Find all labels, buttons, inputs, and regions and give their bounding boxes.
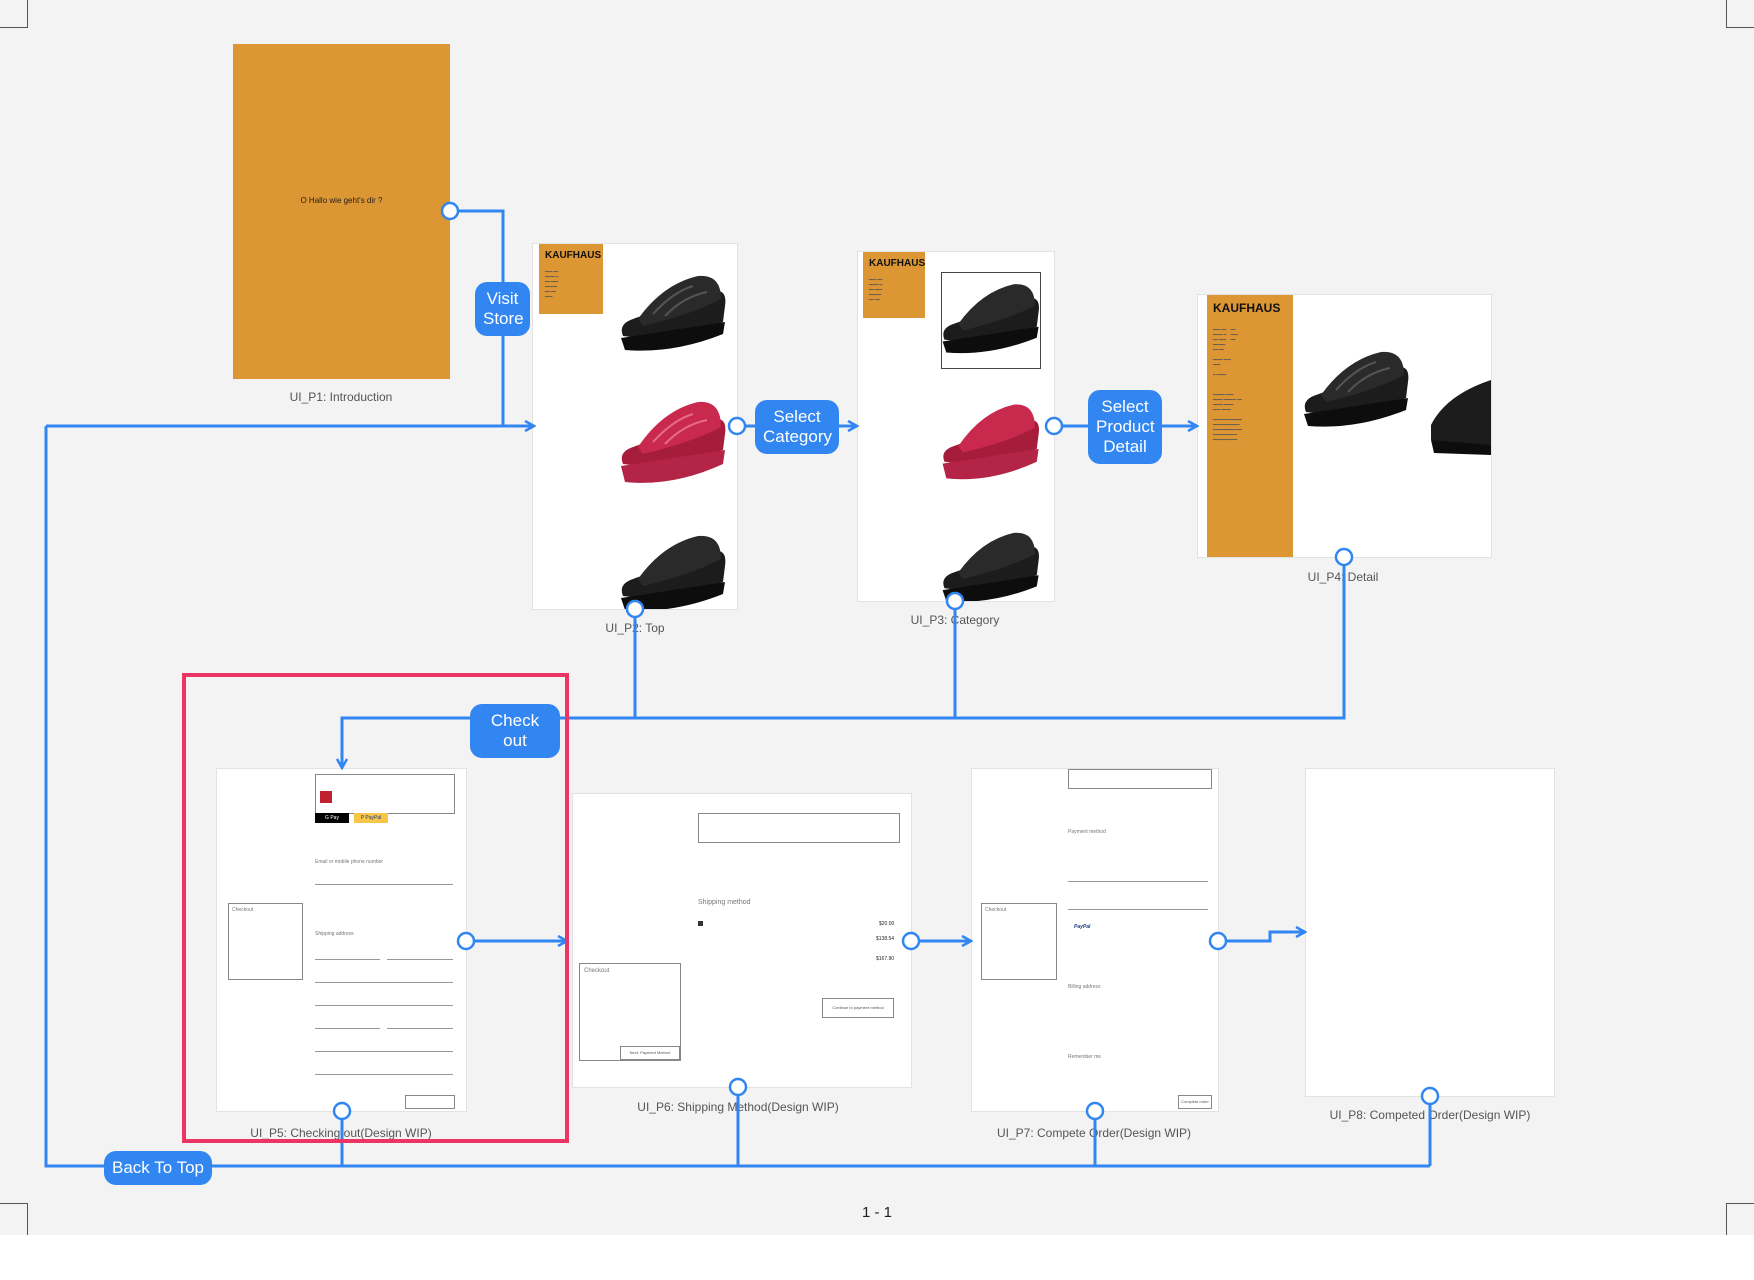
hotspot-p7-right [1208,931,1228,951]
shipping-option-1-radio[interactable] [698,921,703,926]
connector-p7-p8 [1218,932,1304,943]
address-input[interactable] [315,1051,453,1052]
hotspot-p3-right [1044,416,1064,436]
shipping-option-2-price: $138.54 [876,936,895,942]
hotspot-p3-bottom [945,591,965,611]
contact-info-box [1068,769,1212,789]
intro-text: O Hallo wie geht's dir ? [300,196,383,205]
checkout-title: Checkout [985,907,1007,913]
hotspot-p8-bottom [1420,1086,1440,1106]
page-number: 1 - 1 [861,1204,892,1221]
continue-button[interactable] [405,1095,455,1109]
select-product-detail-label[interactable]: Select Product Detail [1088,390,1162,464]
shipping-label: Shipping address [315,931,354,937]
product-image-black-sandal-2 [942,532,1039,601]
checkout-title: Checkout [584,968,610,974]
first-name-input[interactable] [315,959,380,960]
crop-mark-top-left [27,0,28,28]
cart-box [315,774,455,814]
card-number-input[interactable] [1068,881,1208,882]
check-out-label[interactable]: Check out [470,704,560,758]
back-to-top-label[interactable]: Back To Top [104,1151,212,1185]
brand-logo: KAUFHAUS [869,258,926,269]
continue-to-payment-button[interactable]: Continue to payment method [822,998,894,1018]
selected-product-outline [941,272,1041,369]
email-label: Email or mobile phone number [315,859,384,865]
apartment-input[interactable] [315,1074,453,1075]
city-input[interactable] [387,1028,453,1029]
frame-label-p1: UI_P1: Introduction [289,390,393,404]
checkout-summary-panel: Checkout [981,903,1057,980]
email-input[interactable] [315,884,453,885]
payment-method-label: Payment method [1068,829,1106,835]
remember-me-label: Remember me [1068,1054,1102,1060]
crop-mark-top-right [1726,0,1727,28]
billing-address-label: Billing address [1068,984,1101,990]
crop-mark-bottom-left [0,1203,28,1204]
product-image-black-sandal-large [1304,351,1409,427]
frame-p4-detail[interactable]: KAUFHAUS ━━━ ━━ ━━━━━━ ━ ━━━━━ ━━━ ━━━━━… [1198,295,1491,557]
hotspot-p5-right [456,931,476,951]
product-image-black-sandal [621,275,726,351]
checkout-summary-panel: Checkout Next: Payment Method [579,963,681,1061]
brand-logo: KAUFHAUS [1213,301,1281,315]
hotspot-p5-bottom [332,1101,352,1121]
hotspot-p6-bottom [728,1077,748,1097]
country-input[interactable] [315,1005,453,1006]
hotspot-p6-right [901,931,921,951]
shipping-option-3-price: $167.90 [876,956,895,962]
next-payment-method-button[interactable]: Next: Payment Method [620,1046,680,1060]
visit-store-label[interactable]: Visit Store [475,282,530,336]
product-image-black-sandal-side [1431,380,1491,455]
selection-highlight [182,673,569,1143]
product-image-red-sandal [942,404,1039,480]
connector-back-to-top [44,424,1430,1168]
select-category-label[interactable]: Select Category [755,400,839,454]
crop-mark-bottom-right [1726,1203,1754,1204]
last-name-input[interactable] [387,959,453,960]
frame-p8-completed-order[interactable] [1306,769,1554,1096]
crop-mark-top-left-h [0,27,28,28]
crop-mark-bottom-right-v [1726,1203,1727,1235]
crop-mark-top-right-h [1726,27,1754,28]
prefecture-input[interactable] [315,1028,380,1029]
frame-p5-checking-out[interactable]: G Pay P PayPal Email or mobile phone num… [217,769,466,1111]
frame-p6-shipping-method[interactable]: Shipping method $20.00 $138.54 $167.90 C… [573,794,911,1087]
paypal-option[interactable]: PayPal [1074,924,1091,930]
contact-info-box [698,813,900,843]
brand-panel: KAUFHAUS ━━━ ━━━━━━ ━━━ ━━━━━━━━━━ ━━━━━ [539,244,603,314]
hotspot-p1 [440,201,460,221]
frame-p1-introduction[interactable]: O Hallo wie geht's dir ? [233,44,450,379]
postal-code-input[interactable] [315,982,453,983]
product-image-red-sandal [621,401,726,483]
frame-p7-complete-order[interactable]: Payment method PayPal Billing address Re… [972,769,1218,1111]
checkout-summary-panel: Checkout [228,903,303,980]
brand-logo: KAUFHAUS [545,250,602,261]
hotspot-p4-bottom [1334,547,1354,567]
connector-check-out [342,557,1346,767]
paypal-button[interactable]: P PayPal [354,813,388,823]
product-image-black-sandal-2 [621,535,726,609]
crop-mark-bottom-left-v [27,1203,28,1235]
shipping-method-label: Shipping method [698,899,751,906]
brand-panel: KAUFHAUS ━━━ ━━━━━━ ━━━ ━━━━━━━━━━ ━━ [863,252,925,318]
gpay-button[interactable]: G Pay [315,813,349,823]
shipping-option-1-price: $20.00 [879,921,895,927]
checkout-title: Checkout [232,907,254,913]
hotspot-p2-bottom [625,599,645,619]
prototype-canvas: O Hallo wie geht's dir ? UI_P1: Introduc… [0,0,1754,1235]
hotspot-p2-right [727,416,747,436]
hotspot-p7-bottom [1085,1101,1105,1121]
product-image-black-sandal [942,284,1039,354]
product-thumb [320,791,332,803]
brand-panel: KAUFHAUS ━━━ ━━ ━━━━━━ ━ ━━━━━ ━━━ ━━━━━… [1207,295,1293,557]
frame-p2-top[interactable]: KAUFHAUS ━━━ ━━━━━━ ━━━ ━━━━━━━━━━ ━━━━━ [533,244,737,609]
complete-order-button[interactable]: Complete order [1178,1095,1212,1109]
cardholder-name-input[interactable] [1068,909,1208,910]
frame-p3-category[interactable]: KAUFHAUS ━━━ ━━━━━━ ━━━ ━━━━━━━━━━ ━━ [858,252,1054,601]
